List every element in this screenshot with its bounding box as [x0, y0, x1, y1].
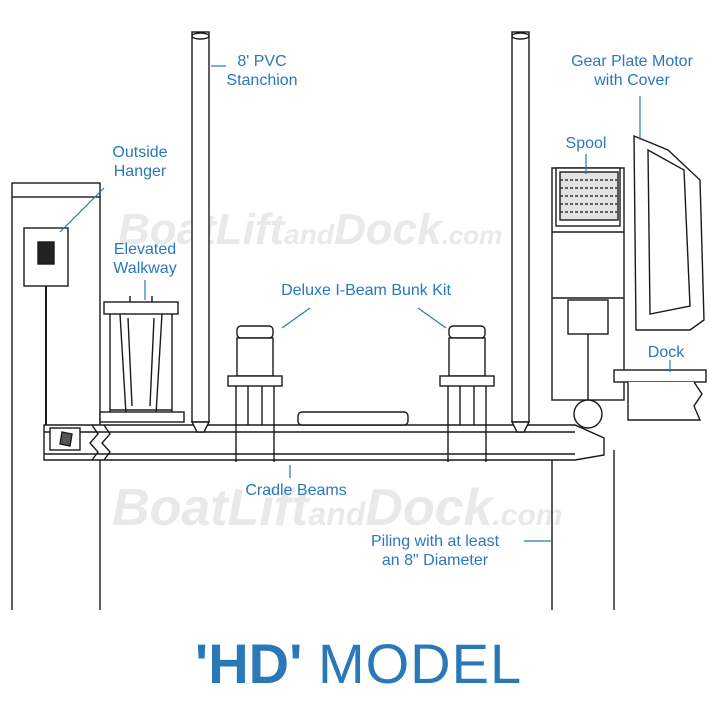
outside-hanger-shape — [23, 227, 69, 430]
center-pad-shape — [297, 411, 409, 426]
label-motor-line2: with Cover — [594, 72, 670, 89]
watermark-dock: Dock — [365, 479, 493, 537]
stanchion-right-shape — [510, 31, 531, 433]
left-piling — [11, 182, 101, 610]
watermark-and: and — [308, 496, 366, 532]
label-hanger: Outside Hanger — [96, 143, 184, 181]
elevated-walkway-shape — [99, 296, 185, 423]
label-bunk: Deluxe I-Beam Bunk Kit — [281, 282, 451, 299]
label-motor-line1: Gear Plate Motor — [571, 53, 693, 70]
watermark-tld: .com — [492, 499, 563, 532]
watermark-tld: .com — [441, 220, 503, 250]
spool-shape — [559, 171, 619, 221]
watermark-dock: Dock — [333, 205, 442, 254]
dock-shape — [613, 369, 707, 421]
label-stanchion-line2: Stanchion — [226, 72, 298, 89]
watermark-and: and — [284, 219, 334, 250]
bunk-right-shape — [439, 325, 495, 462]
label-stanchion: 8' PVC Stanchion — [218, 52, 306, 90]
label-stanchion-line1: 8' PVC — [237, 53, 287, 70]
label-piling-line2: an 8" Diameter — [381, 552, 489, 569]
motor-cover-shape — [633, 134, 705, 331]
label-walkway: Elevated Walkway — [100, 240, 190, 278]
label-dock: Dock — [647, 344, 685, 361]
label-spool: Spool — [565, 135, 607, 152]
leader-lines — [59, 65, 671, 542]
model-title: 'HD' MODEL — [0, 632, 717, 696]
model-title-regular: MODEL — [317, 632, 523, 695]
bunk-left-shape — [227, 325, 283, 462]
label-walkway-line1: Elevated — [113, 241, 177, 258]
label-hanger-line1: Outside — [112, 144, 168, 161]
right-piling — [551, 450, 615, 610]
label-hanger-line2: Hanger — [113, 163, 167, 180]
label-walkway-line2: Walkway — [113, 260, 177, 277]
watermark-bottom: BoatLiftandDock.com — [112, 478, 562, 538]
stanchion-left-shape — [190, 31, 211, 433]
label-piling-line1: Piling with at least — [370, 533, 500, 550]
label-piling: Piling with at least an 8" Diameter — [350, 532, 520, 570]
label-cradle: Cradle Beams — [245, 482, 347, 499]
model-title-bold: 'HD' — [194, 632, 303, 695]
label-motor: Gear Plate Motor with Cover — [552, 52, 712, 90]
watermark-brand: BoatLift — [112, 479, 309, 537]
